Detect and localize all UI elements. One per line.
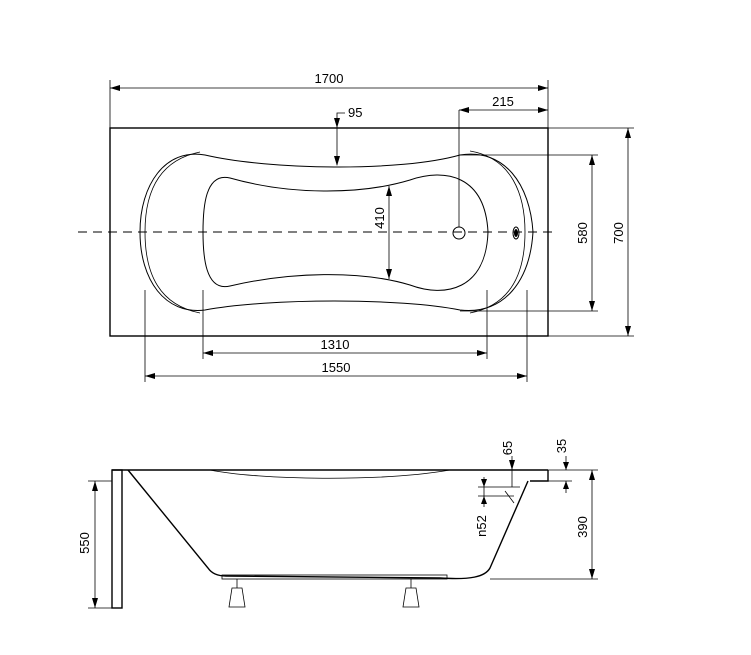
tub-outer-contour-offset-right: [469, 150, 526, 314]
dim-35-label: 35: [554, 439, 569, 453]
dim-1550-arrow-right: [517, 373, 527, 379]
dim-35-arrow-bottom: [563, 481, 569, 489]
dim-35-arrow-top: [563, 462, 569, 470]
dim-700-arrow-bottom: [625, 326, 631, 336]
tub-outer-contour: [139, 153, 534, 311]
dim-1550-label: 1550: [322, 360, 351, 375]
dim-390-label: 390: [575, 516, 590, 538]
dim-580-arrow-bottom: [589, 301, 595, 311]
leg-left: [228, 579, 246, 608]
overflow-detail-line: [504, 490, 515, 504]
base-plate: [221, 574, 448, 580]
dim-410-label: 410: [372, 207, 387, 229]
side-view: 550 390 65 35 n52: [77, 439, 598, 609]
dim-215-label: 215: [492, 94, 514, 109]
dim-700-arrow-top: [625, 128, 631, 138]
tub-side-profile: [127, 469, 529, 580]
dim-410-arrow-top: [386, 186, 392, 196]
rim-right-end: [530, 470, 549, 482]
dim-95-leader: [336, 112, 345, 165]
dim-65-arrow: [509, 460, 515, 470]
dim-390-arrow-top: [589, 470, 595, 480]
dim-65-label: 65: [500, 441, 515, 455]
dim-95-arrow-top: [334, 118, 340, 128]
dim-n52-arrow-top: [481, 479, 487, 487]
dim-700-label: 700: [611, 222, 626, 244]
dim-n52-arrow-bottom: [481, 496, 487, 504]
leg-right: [402, 579, 420, 608]
dim-580-label: 580: [575, 222, 590, 244]
dim-390-arrow-bottom: [589, 569, 595, 579]
dim-1550-arrow-left: [145, 373, 155, 379]
tub-outer-contour-offset: [144, 151, 201, 314]
dim-550-arrow-top: [92, 481, 98, 491]
dim-1700-arrow-right: [538, 85, 548, 91]
dim-550-arrow-bottom: [92, 598, 98, 608]
dim-410-arrow-bottom: [386, 269, 392, 279]
dim-n52-label: n52: [474, 515, 489, 537]
dim-1310-arrow-right: [477, 350, 487, 356]
dim-1700-arrow-left: [110, 85, 120, 91]
tub-inner-edge: [209, 469, 451, 479]
dim-1310-label: 1310: [321, 337, 350, 352]
dim-215-arrow-left: [459, 107, 469, 113]
dim-95-arrow-bottom: [334, 156, 340, 166]
overflow-inner-icon: [514, 229, 518, 237]
front-panel: [111, 469, 123, 609]
plan-view: 1700 215 95 410 580 700: [78, 71, 634, 382]
drain-icon: [452, 226, 466, 240]
dim-215-arrow-right: [538, 107, 548, 113]
dim-1700-label: 1700: [315, 71, 344, 86]
tub-inner-basin: [202, 174, 489, 291]
dim-95-label: 95: [348, 105, 362, 120]
overflow-icon: [512, 226, 520, 240]
dim-550-label: 550: [77, 532, 92, 554]
dim-580-arrow-top: [589, 155, 595, 165]
dim-1310-arrow-left: [203, 350, 213, 356]
